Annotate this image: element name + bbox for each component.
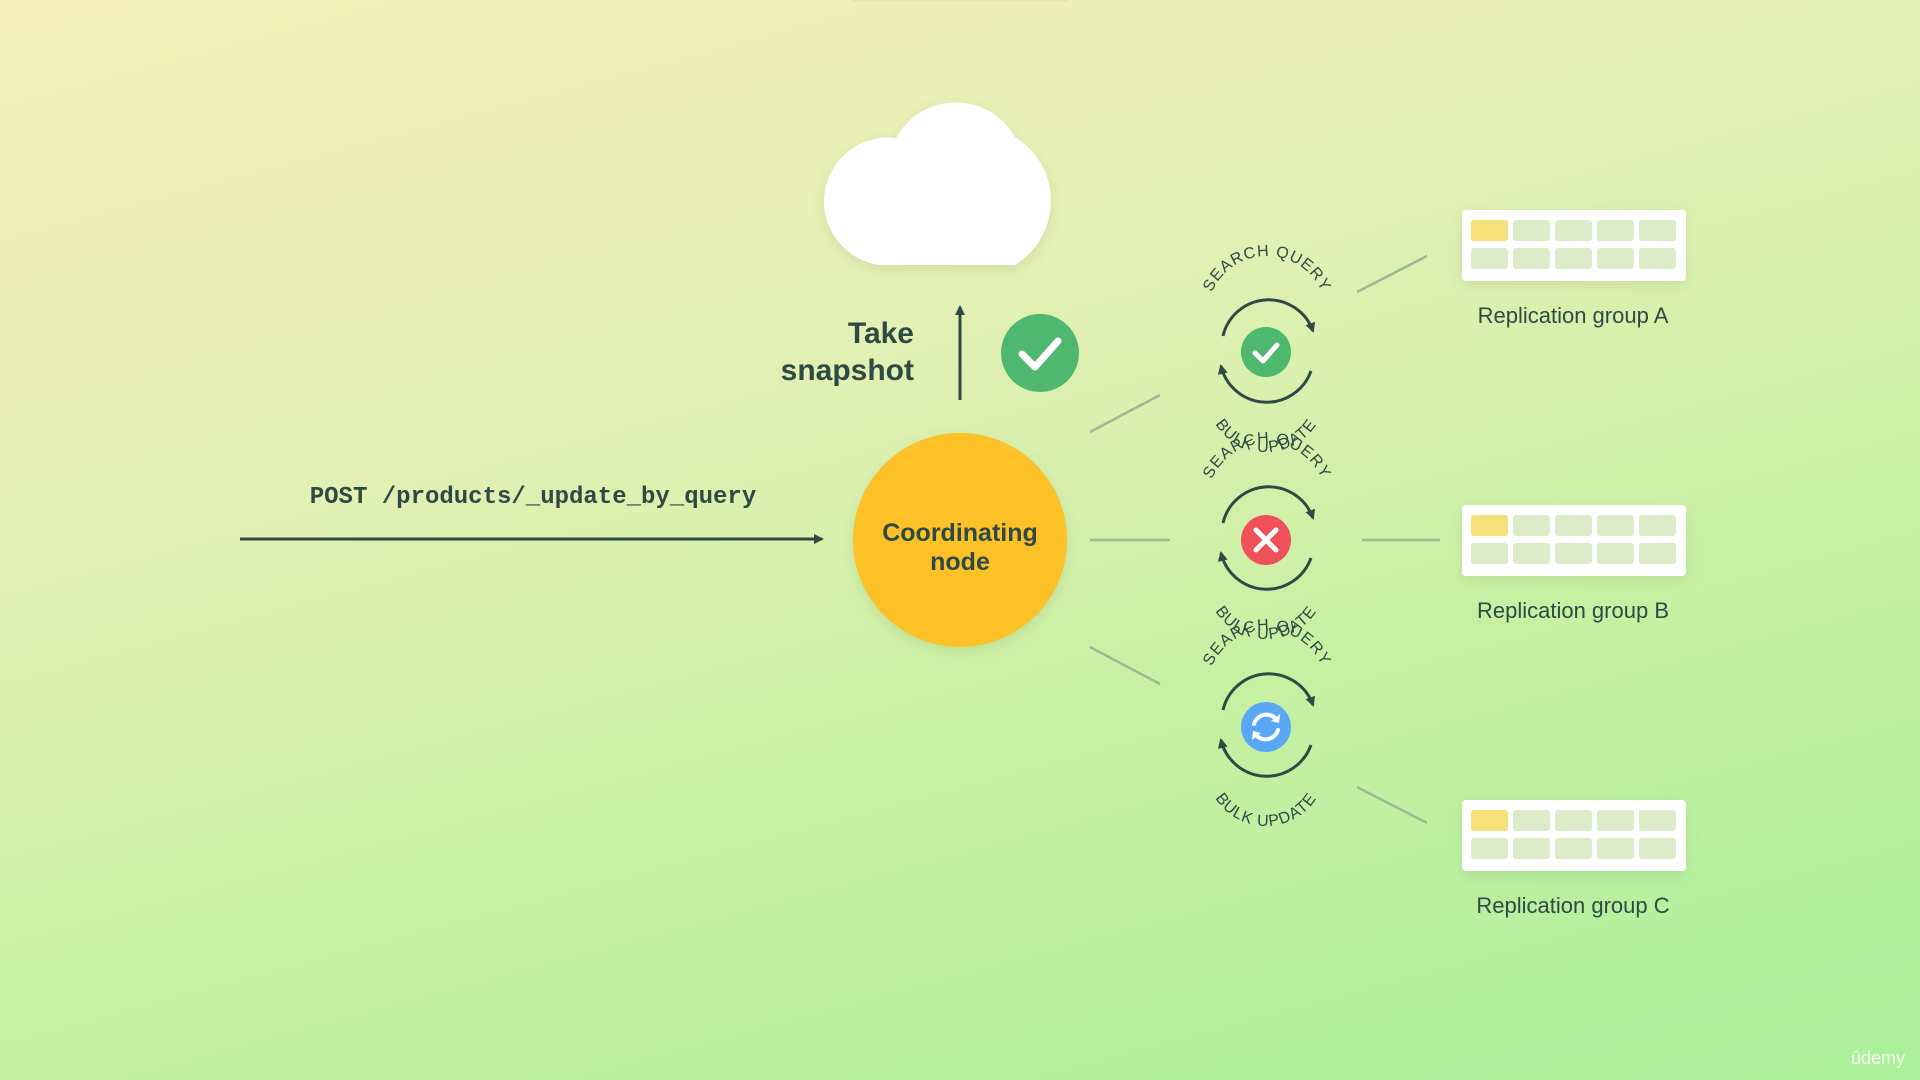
cycle-a-check-icon bbox=[1241, 327, 1291, 377]
connector-group-c bbox=[1356, 785, 1428, 825]
cycle-b: SEARCH QUERY BULK UPDATE bbox=[1200, 430, 1333, 643]
connector-node-a bbox=[1089, 393, 1161, 434]
cycle-c-arrows-icon bbox=[1217, 672, 1316, 778]
snapshot-label-line1: Take bbox=[848, 317, 914, 350]
cycle-a: SEARCH QUERY BULK UPDATE bbox=[1200, 243, 1334, 456]
cycle-c-refresh-icon bbox=[1241, 702, 1291, 752]
replication-group-b-label: Replication group B bbox=[1477, 598, 1669, 623]
connector-group-a bbox=[1356, 254, 1428, 294]
cycle-a-top-label: SEARCH QUERY bbox=[1200, 243, 1334, 294]
replication-group-a-label: Replication group A bbox=[1478, 303, 1669, 328]
node-connectors bbox=[1089, 393, 1170, 686]
cycle-c-bottom-label: BULK UPDATE bbox=[1212, 790, 1320, 830]
top-tab-decoration bbox=[850, 0, 1070, 2]
coordinating-node-label-line2: node bbox=[930, 548, 990, 576]
replication-group-a: Replication group A bbox=[1462, 210, 1686, 328]
replication-group-c: Replication group C bbox=[1462, 800, 1686, 918]
replication-group-c-label: Replication group C bbox=[1476, 893, 1669, 918]
request-label: POST /products/_update_by_query bbox=[310, 484, 756, 511]
cloud-icon bbox=[823, 102, 1051, 266]
cycle-a-arrows-icon bbox=[1217, 298, 1316, 404]
coordinating-node: Coordinating node bbox=[853, 433, 1067, 647]
shard-cells-b bbox=[1471, 515, 1676, 564]
replication-group-b: Replication group B bbox=[1462, 505, 1686, 623]
shard-cells-c bbox=[1471, 810, 1676, 859]
cycle-b-close-icon bbox=[1241, 515, 1291, 565]
cycle-b-arrows-icon bbox=[1217, 485, 1316, 591]
udemy-watermark: ûdemy bbox=[1851, 1048, 1905, 1068]
snapshot-check-icon bbox=[1001, 314, 1079, 392]
cycle-c: SEARCH QUERY BULK UPDATE bbox=[1200, 617, 1333, 830]
snapshot-label-line2: snapshot bbox=[781, 354, 914, 387]
shard-cells-a bbox=[1471, 220, 1676, 269]
group-connectors bbox=[1356, 254, 1440, 825]
connector-node-c bbox=[1089, 645, 1161, 686]
coordinating-node-label-line1: Coordinating bbox=[882, 519, 1038, 547]
